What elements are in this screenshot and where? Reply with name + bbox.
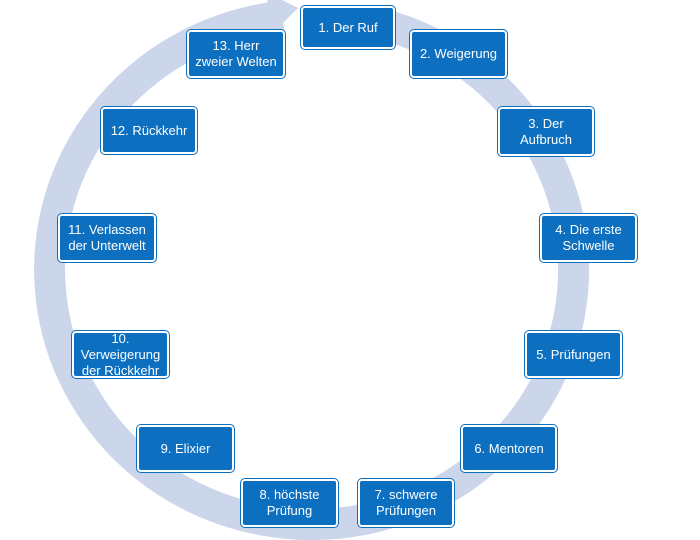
step-label: 6. Mentoren xyxy=(474,440,544,456)
step-label: 1. Der Ruf xyxy=(318,19,378,35)
step-8-hoechste-pruefung: 8. höchste Prüfung xyxy=(241,479,338,527)
step-6-mentoren: 6. Mentoren xyxy=(461,425,557,472)
step-2-weigerung: 2. Weigerung xyxy=(410,30,507,78)
step-3-der-aufbruch: 3. Der Aufbruch xyxy=(498,107,594,156)
step-label: 3. Der Aufbruch xyxy=(519,115,573,147)
step-7-schwere-pruefungen: 7. schwere Prüfungen xyxy=(358,479,454,527)
step-label: 2. Weigerung xyxy=(419,46,498,61)
step-label: 7. schwere Prüfungen xyxy=(374,487,438,518)
step-label: 11. Verlassen der Unterwelt xyxy=(68,222,146,253)
step-10-verweigerung-der-rueckkehr: 10. Verweigerung der Rückkehr xyxy=(72,331,169,378)
step-1-der-ruf: 1. Der Ruf xyxy=(301,6,395,49)
step-label: 9. Elixier xyxy=(160,440,211,456)
step-label: 8. höchste Prüfung xyxy=(259,487,320,518)
step-5-pruefungen: 5. Prüfungen xyxy=(525,331,622,378)
step-12-rueckkehr: 12. Rückkehr xyxy=(101,107,197,154)
step-4-die-erste-schwelle: 4. Die erste Schwelle xyxy=(540,214,637,262)
step-9-elixier: 9. Elixier xyxy=(137,425,234,472)
step-11-verlassen-der-unterwelt: 11. Verlassen der Unterwelt xyxy=(58,214,156,262)
step-13-herr-zweier-welten: 13. Herr zweier Welten xyxy=(187,30,285,78)
step-label: 4. Die erste Schwelle xyxy=(555,222,622,253)
step-label: 10. Verweigerung der Rückkehr xyxy=(80,330,161,378)
step-label: 12. Rückkehr xyxy=(110,122,188,138)
step-label: 13. Herr zweier Welten xyxy=(195,38,277,69)
step-label: 5. Prüfungen xyxy=(536,346,611,362)
